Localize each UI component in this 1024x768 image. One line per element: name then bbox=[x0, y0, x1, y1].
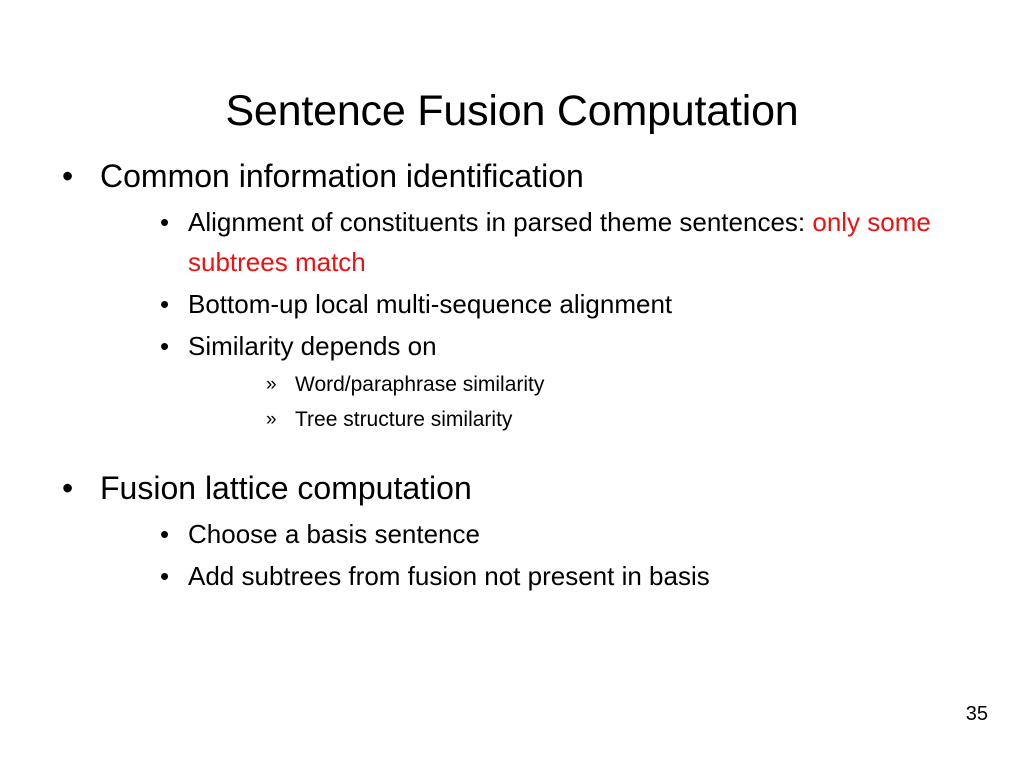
slide-body: • Common information identification • Al… bbox=[0, 152, 1024, 598]
bullet-dot-icon: • bbox=[160, 289, 170, 319]
bullet-text: Alignment of constituents in parsed them… bbox=[188, 207, 813, 237]
bullet-level1-common-information-identification: • Common information identification bbox=[0, 152, 1024, 200]
bullet-text: Add subtrees from fusion not present in … bbox=[188, 561, 710, 591]
bullet-level2-add-subtrees: • Add subtrees from fusion not present i… bbox=[0, 556, 1024, 596]
outline-group-spacer bbox=[0, 438, 1024, 464]
bullet-text: Choose a basis sentence bbox=[188, 519, 480, 549]
bullet-guillemet-icon: » bbox=[266, 374, 277, 395]
bullet-text: Common information identification bbox=[100, 158, 584, 194]
bullet-level1-fusion-lattice-computation: • Fusion lattice computation bbox=[0, 464, 1024, 512]
bullet-level2-alignment-of-constituents: • Alignment of constituents in parsed th… bbox=[0, 202, 1024, 282]
bullet-guillemet-icon: » bbox=[266, 409, 277, 430]
bullet-text: Similarity depends on bbox=[188, 331, 437, 361]
bullet-level2-bottom-up-alignment: • Bottom-up local multi-sequence alignme… bbox=[0, 284, 1024, 324]
bullet-level3-word-paraphrase-similarity: » Word/paraphrase similarity bbox=[0, 368, 1024, 402]
bullet-dot-icon: • bbox=[62, 470, 74, 506]
bullet-text: Bottom-up local multi-sequence alignment bbox=[188, 289, 673, 319]
bullet-text-highlight: only some subtrees match bbox=[188, 207, 931, 277]
bullet-level2-similarity-depends-on: • Similarity depends on bbox=[0, 326, 1024, 366]
page-number: 35 bbox=[965, 703, 988, 725]
bullet-dot-icon: • bbox=[160, 207, 170, 237]
bullet-dot-icon: • bbox=[160, 331, 170, 361]
page-title: Sentence Fusion Computation bbox=[225, 86, 799, 135]
bullet-dot-icon: • bbox=[160, 561, 170, 591]
bullet-text: Tree structure similarity bbox=[295, 408, 513, 431]
bullet-text: Fusion lattice computation bbox=[100, 470, 472, 506]
bullet-dot-icon: • bbox=[160, 519, 170, 549]
bullet-text: Word/paraphrase similarity bbox=[295, 373, 545, 396]
bullet-level2-choose-basis-sentence: • Choose a basis sentence bbox=[0, 514, 1024, 554]
bullet-dot-icon: • bbox=[62, 158, 74, 194]
bullet-level3-tree-structure-similarity: » Tree structure similarity bbox=[0, 403, 1024, 437]
